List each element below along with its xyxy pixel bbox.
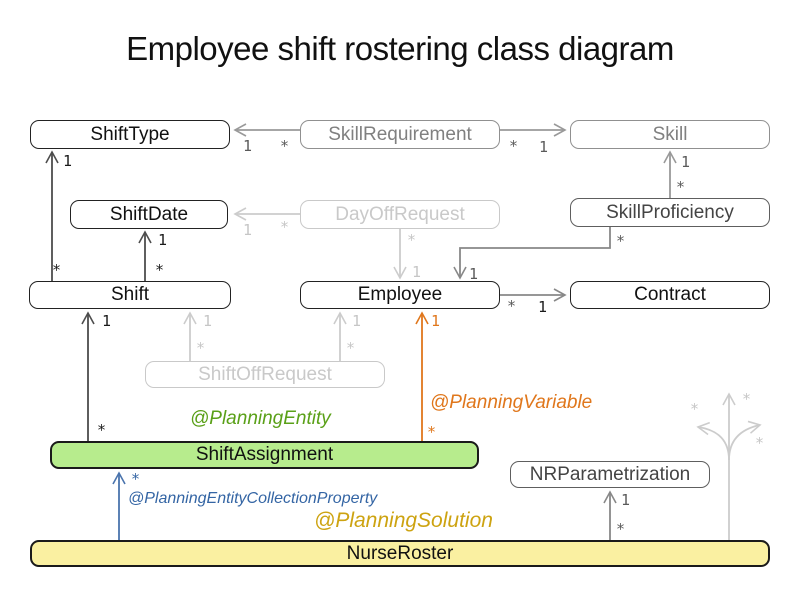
class-box-shiftoffrequest: ShiftOffRequest — [145, 361, 385, 388]
class-label: SkillRequirement — [328, 123, 472, 145]
multiplicity-label: 1 — [621, 491, 630, 509]
class-label: NurseRoster — [346, 542, 454, 564]
class-label: ShiftDate — [109, 203, 189, 225]
multiplicity-label: * — [690, 400, 699, 418]
association-nurseroster-lightweight-right — [728, 420, 762, 461]
multiplicity-label: 1 — [158, 231, 167, 249]
class-box-shiftassignment: ShiftAssignment — [50, 441, 479, 469]
multiplicity-label: * — [509, 137, 518, 155]
class-box-dayoffrequest: DayOffRequest — [300, 200, 500, 229]
multiplicity-label: * — [97, 421, 106, 439]
multiplicity-label: 1 — [102, 312, 111, 330]
multiplicity-label: * — [280, 137, 289, 155]
class-label: ShiftType — [90, 123, 170, 145]
class-box-shift: Shift — [29, 281, 231, 309]
multiplicity-label: * — [196, 339, 205, 357]
multiplicity-label: * — [52, 261, 61, 279]
multiplicity-label: 1 — [538, 298, 547, 316]
class-box-employee: Employee — [300, 281, 500, 309]
multiplicity-label: * — [407, 231, 416, 249]
class-label: ShiftAssignment — [195, 444, 334, 465]
multiplicity-label: 1 — [539, 138, 548, 156]
multiplicity-label: * — [507, 297, 516, 315]
class-box-contract: Contract — [570, 281, 770, 309]
class-label: DayOffRequest — [335, 203, 465, 225]
multiplicity-label: * — [616, 232, 625, 250]
class-box-shiftdate: ShiftDate — [70, 200, 228, 229]
multiplicity-label: 1 — [352, 312, 361, 330]
class-label: Skill — [652, 123, 688, 145]
multiplicity-label: * — [155, 261, 164, 279]
multiplicity-label: * — [616, 520, 625, 538]
class-label: Contract — [634, 284, 706, 305]
multiplicity-label: * — [742, 390, 751, 408]
class-box-skill: Skill — [570, 120, 770, 149]
class-label: SkillProficiency — [606, 201, 734, 223]
annotation-planning-entity: @PlanningEntity — [190, 408, 331, 429]
multiplicity-label: 1 — [431, 312, 440, 330]
class-label: NRParametrization — [529, 463, 691, 485]
class-label: ShiftOffRequest — [198, 363, 332, 385]
multiplicity-label: 1 — [63, 152, 72, 170]
annotation-planning-variable: @PlanningVariable — [430, 392, 593, 413]
multiplicity-label: 1 — [203, 312, 212, 330]
multiplicity-label: * — [346, 339, 355, 357]
multiplicity-label: 1 — [469, 265, 478, 283]
class-box-nurseroster: NurseRoster — [30, 540, 770, 567]
class-label: Shift — [110, 284, 150, 305]
multiplicity-label: * — [755, 434, 764, 452]
multiplicity-label: * — [280, 218, 289, 236]
multiplicity-label: * — [427, 423, 436, 441]
multiplicity-label: 1 — [243, 137, 252, 155]
multiplicity-label: 1 — [412, 263, 421, 281]
multiplicity-label: * — [131, 470, 140, 488]
annotation-planning-solution: @PlanningSolution — [314, 509, 493, 532]
multiplicity-label: 1 — [243, 221, 252, 239]
association-skillproficiency-employee — [453, 227, 611, 280]
multiplicity-label: * — [676, 178, 685, 196]
annotation-planning-entity-collection-property: @PlanningEntityCollectionProperty — [128, 490, 378, 507]
class-box-nrparametrization: NRParametrization — [510, 461, 710, 488]
class-box-shifttype: ShiftType — [30, 120, 230, 149]
class-label: Employee — [357, 284, 443, 305]
multiplicity-label: 1 — [681, 153, 690, 171]
diagram-title: Employee shift rostering class diagram — [126, 30, 674, 67]
class-box-skillrequirement: SkillRequirement — [300, 120, 500, 149]
class-box-skillproficiency: SkillProficiency — [570, 198, 770, 227]
association-nurseroster-lightweight-left — [696, 421, 730, 461]
